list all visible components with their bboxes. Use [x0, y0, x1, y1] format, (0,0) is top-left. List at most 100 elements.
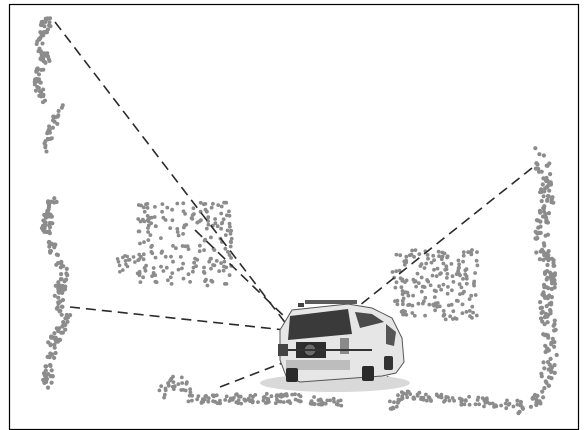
point [438, 272, 442, 276]
point [425, 278, 429, 282]
point [551, 201, 555, 205]
point [222, 217, 226, 221]
point [542, 194, 546, 198]
point [52, 196, 56, 200]
point [169, 275, 173, 279]
point [451, 274, 455, 278]
point [542, 366, 546, 370]
point [547, 211, 551, 215]
point [225, 282, 229, 286]
point [265, 392, 269, 396]
point [429, 399, 433, 403]
point [431, 274, 435, 278]
point [468, 403, 472, 407]
point [191, 213, 195, 217]
point [474, 402, 478, 406]
point [45, 30, 49, 34]
point [538, 225, 542, 229]
point [457, 259, 461, 263]
point [41, 100, 45, 104]
point [160, 210, 164, 214]
point [49, 249, 53, 253]
point [217, 269, 221, 273]
point [65, 320, 69, 324]
point [296, 399, 300, 403]
point [412, 278, 416, 282]
point [446, 285, 450, 289]
point [56, 280, 60, 284]
point [433, 289, 437, 293]
point [45, 150, 49, 154]
point [535, 218, 539, 222]
point [540, 390, 544, 394]
point [396, 393, 400, 397]
point [194, 264, 198, 268]
point [47, 124, 51, 128]
point [458, 397, 462, 401]
point [168, 226, 172, 230]
point [48, 20, 52, 24]
point [202, 266, 206, 270]
point [211, 202, 215, 206]
point [185, 382, 189, 386]
point [552, 278, 556, 282]
point [154, 280, 158, 284]
point [41, 93, 45, 97]
point [220, 222, 224, 226]
point [41, 33, 45, 37]
point [541, 182, 545, 186]
point [197, 220, 201, 224]
point [166, 278, 170, 282]
point [404, 260, 408, 264]
point [441, 255, 445, 259]
point [139, 280, 143, 284]
point [462, 250, 466, 254]
point [242, 398, 246, 402]
point [544, 234, 548, 238]
point [420, 262, 424, 266]
point [192, 261, 196, 265]
point [548, 172, 552, 176]
point [228, 214, 232, 218]
point [288, 401, 292, 405]
point [160, 250, 164, 254]
point [187, 272, 191, 276]
point [470, 305, 474, 309]
point [425, 399, 429, 403]
point [468, 314, 472, 318]
point [43, 226, 47, 230]
point [437, 250, 441, 254]
point [138, 270, 142, 274]
point [429, 283, 433, 287]
point [142, 257, 146, 261]
point [549, 182, 553, 186]
point [455, 272, 459, 276]
point [461, 260, 465, 264]
point [146, 230, 150, 234]
point [476, 398, 480, 402]
point [400, 394, 404, 398]
point [52, 356, 56, 360]
point [392, 407, 396, 411]
point [328, 399, 332, 403]
point [118, 264, 122, 268]
point [436, 267, 440, 271]
point [545, 164, 549, 168]
point [544, 350, 548, 354]
point [437, 284, 441, 288]
point [435, 274, 439, 278]
point [36, 79, 40, 83]
point [546, 333, 550, 337]
point [443, 268, 447, 272]
point [550, 257, 554, 261]
point [143, 266, 147, 270]
point [452, 280, 456, 284]
point [144, 202, 148, 206]
point [34, 69, 38, 73]
point [426, 253, 430, 257]
point [545, 277, 549, 281]
point [481, 396, 485, 400]
point [59, 272, 63, 276]
point [54, 351, 58, 355]
point [439, 288, 443, 292]
